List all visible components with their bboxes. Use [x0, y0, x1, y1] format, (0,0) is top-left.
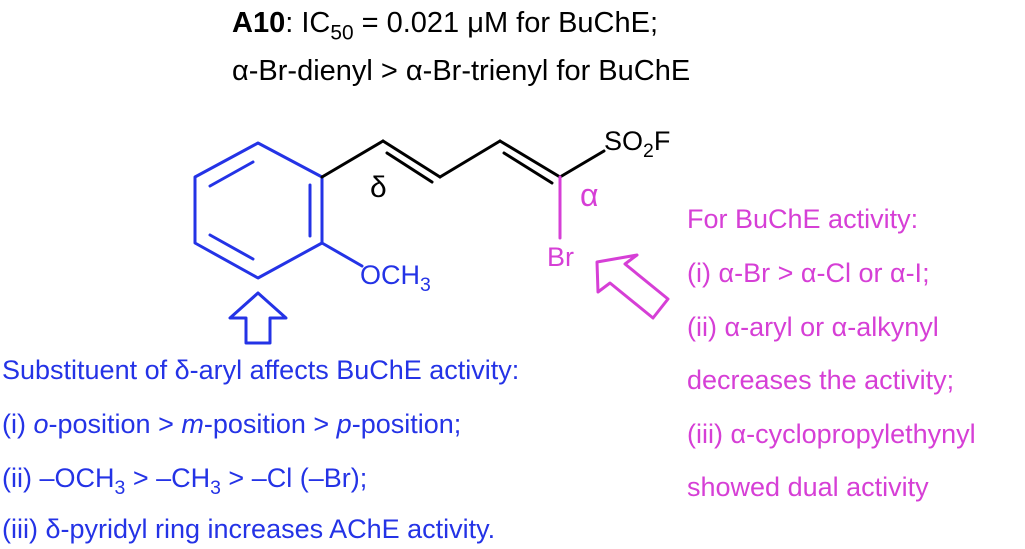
aryl-note-3: (iii) δ-pyridyl ring increases AChE acti… — [2, 514, 496, 544]
aryl-note-2-part: (ii) –OCH — [2, 463, 115, 493]
ic50-value: = 0.021 μM for BuChE; — [353, 7, 659, 39]
ortho-label: o — [33, 409, 49, 439]
chain-double-bond-1-inner — [385, 151, 434, 184]
delta-label: δ — [370, 171, 387, 204]
alpha-note-3: decreases the activity; — [687, 365, 955, 395]
alpha-note-1: (i) α-Br > α-Cl or α-I; — [687, 258, 930, 288]
selectivity-line: α-Br-dienyl > α-Br-trienyl for BuChE — [232, 55, 691, 87]
compound-header: A10: IC50 = 0.021 μM for BuChE; — [232, 7, 659, 44]
chain-double-bond-2-inner — [502, 151, 554, 185]
alpha-note-2: (ii) α-aryl or α-alkynyl — [687, 312, 939, 342]
para-label: p — [336, 409, 352, 439]
alpha-note-4: (iii) α-cyclopropylethynyl — [687, 419, 976, 449]
aryl-note-2-part: > –Cl (–Br); — [220, 463, 368, 493]
sulfonyl-bond — [558, 149, 606, 179]
aryl-note-1-part: -position > — [48, 409, 182, 439]
aryl-note-1-part: (i) — [2, 409, 34, 439]
aryl-arrow — [228, 291, 288, 345]
ic50-subscript: 50 — [330, 21, 354, 45]
aryl-note-1-part: -position; — [351, 409, 462, 439]
alpha-arrow — [595, 253, 670, 320]
methoxy-label: OCH3 — [360, 260, 431, 295]
aryl-note-2-part: > –CH — [125, 463, 211, 493]
aryl-note-1-part: -position > — [203, 409, 337, 439]
chain-bond-1 — [320, 139, 385, 179]
alpha-note-5: showed dual activity — [687, 472, 929, 502]
sulfonyl-fluoride-label: SO2F — [604, 126, 671, 161]
chain-double-bond-2 — [498, 139, 562, 179]
bromo-label: Br — [547, 242, 574, 272]
methoxy-bond — [320, 241, 364, 268]
benzene-inner-bond-1 — [208, 160, 255, 188]
alpha-label: α — [580, 177, 599, 213]
methoxy-subscript: 3 — [420, 273, 431, 296]
benzene-inner-bond-2 — [208, 233, 255, 261]
sulfonyl-subscript: 2 — [643, 139, 654, 162]
ic50-prefix: : IC — [285, 7, 331, 39]
aryl-note-2: (ii) –OCH3 > –CH3 > –Cl (–Br); — [2, 463, 368, 498]
benzene-ring — [193, 141, 324, 280]
compound-id: A10 — [232, 7, 286, 39]
aryl-notes-title: Substituent of δ-aryl affects BuChE acti… — [2, 355, 520, 385]
aryl-note-2-subscript: 3 — [114, 476, 126, 499]
chain-double-bond-1 — [381, 139, 442, 179]
sulfonyl-end: F — [653, 126, 671, 156]
meta-label: m — [181, 409, 204, 439]
chain-bond-2 — [438, 139, 502, 179]
sulfonyl-main: SO — [604, 126, 644, 156]
aryl-note-2-subscript: 3 — [210, 476, 221, 499]
aryl-note-1: (i) o-position > m-position > p-position… — [2, 411, 461, 438]
methoxy-main: OCH — [360, 260, 420, 290]
alpha-notes-title: For BuChE activity: — [687, 204, 919, 234]
